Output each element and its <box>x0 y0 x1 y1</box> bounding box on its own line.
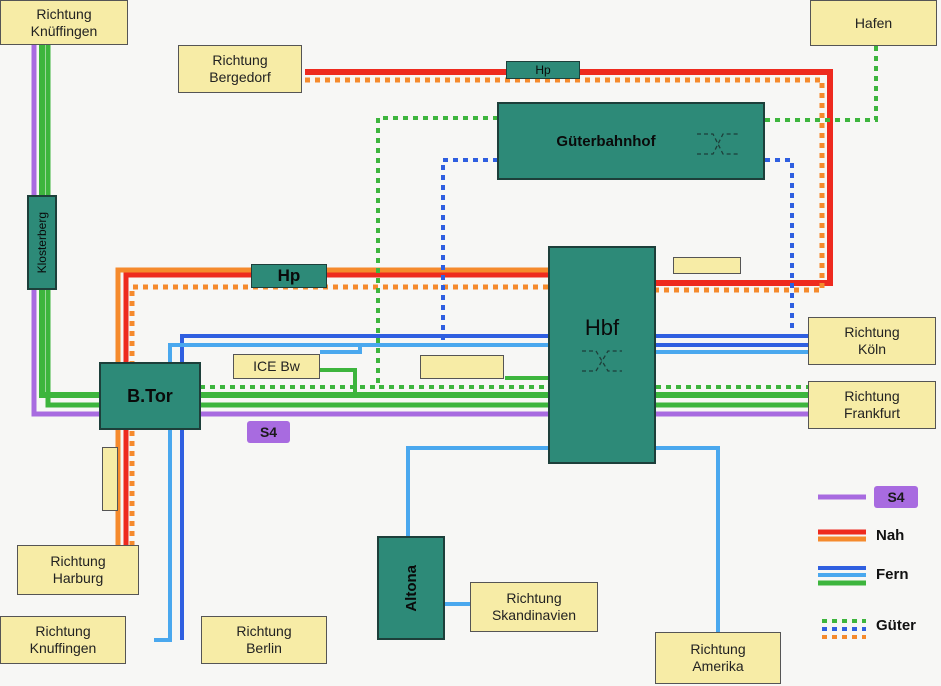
gueter-green-top <box>376 116 548 389</box>
switch-cross-icon <box>582 350 622 372</box>
gueterbahnhof-label: Güterbahnhof <box>556 132 656 150</box>
btor-station: B.Tor <box>99 362 201 430</box>
platform-box-right <box>673 257 741 274</box>
platform-box-left <box>102 447 118 511</box>
fern-green-line <box>39 44 808 398</box>
fern-green-ice <box>320 368 357 395</box>
gueterbahnhof-station: Güterbahnhof <box>497 102 765 180</box>
hp-mid-stop: Hp <box>251 264 327 288</box>
legend-gueter-label: Güter <box>876 617 917 634</box>
btor-label: B.Tor <box>127 385 173 406</box>
gueter-orange-top <box>305 77 825 293</box>
fern-light-ice <box>320 345 362 354</box>
altona-label: Altona <box>402 564 420 612</box>
label-ice-bw: ICE Bw <box>233 354 320 379</box>
nah-orange-line <box>115 267 548 546</box>
klosterberg-station: Klosterberg <box>27 195 57 290</box>
gueter-green-hafen <box>765 46 878 122</box>
hp-top-stop: Hp <box>506 61 580 79</box>
platform-box-mid <box>420 355 504 379</box>
legend-fern-label: Fern <box>876 566 909 583</box>
klosterberg-label: Klosterberg <box>35 211 49 274</box>
hbf-label: Hbf <box>584 315 620 340</box>
hp-mid-label: Hp <box>277 266 301 285</box>
legend-nah-label: Nah <box>876 527 905 544</box>
hbf-station: Hbf <box>548 246 656 464</box>
nah-red-line <box>123 272 548 546</box>
label-hafen: Hafen <box>810 0 937 46</box>
gueter-blue-line-right <box>765 158 794 330</box>
legend-s4-badge: S4 <box>874 486 918 508</box>
gueter-blue-line <box>441 158 498 345</box>
s4-badge: S4 <box>247 421 290 443</box>
hp-top-label: Hp <box>535 63 551 77</box>
altona-station: Altona <box>377 536 445 640</box>
switch-cross-icon <box>697 133 739 155</box>
